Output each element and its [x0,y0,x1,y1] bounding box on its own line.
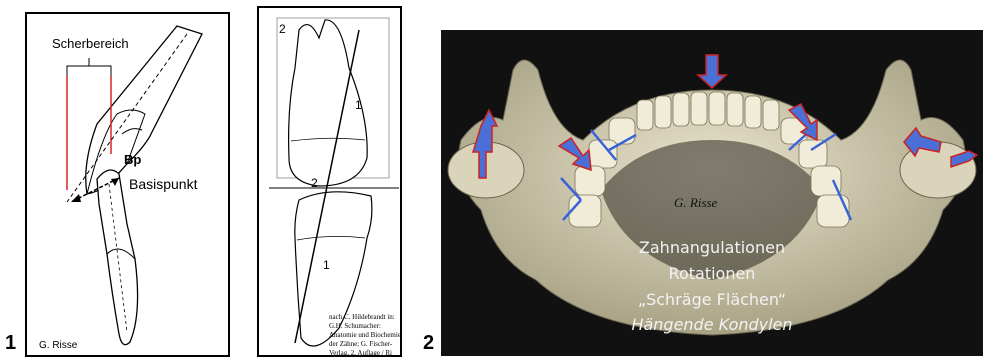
citation-text: nach C. Hildebrandt in: G.H. Schumacher:… [329,313,401,357]
axis-mark-1-upper: 1 [355,98,362,112]
tooth-axis-drawing [259,8,402,357]
figure-number-2: 2 [423,332,434,355]
shear-diagram-panel: Scherbereich Bp Basispunkt G. Risse [25,12,230,357]
caption-line-3: „Schräge Flächen“ [441,290,983,309]
mandible-photo-panel: G. Risse Zahnangulationen Rotationen „Sc… [441,30,983,356]
axis-mark-1-lower: 1 [323,258,330,272]
shear-area-label: Scherbereich [52,36,129,51]
figure-number-1: 1 [5,332,16,355]
photo-signature: G. Risse [674,195,717,211]
axis-mark-2-middle: 2 [311,176,318,190]
bp-label: Bp [124,152,141,167]
axis-mark-2-top: 2 [279,22,286,36]
caption-line-1: Zahnangulationen [441,238,983,257]
caption-line-4: Hängende Kondylen [441,315,983,334]
author-signature: G. Risse [39,340,77,351]
caption-line-2: Rotationen [441,264,983,283]
base-point-label: Basispunkt [129,176,197,192]
tooth-axis-panel: 2 1 2 1 nach C. Hildebrandt in: G.H. Sch… [257,6,402,357]
